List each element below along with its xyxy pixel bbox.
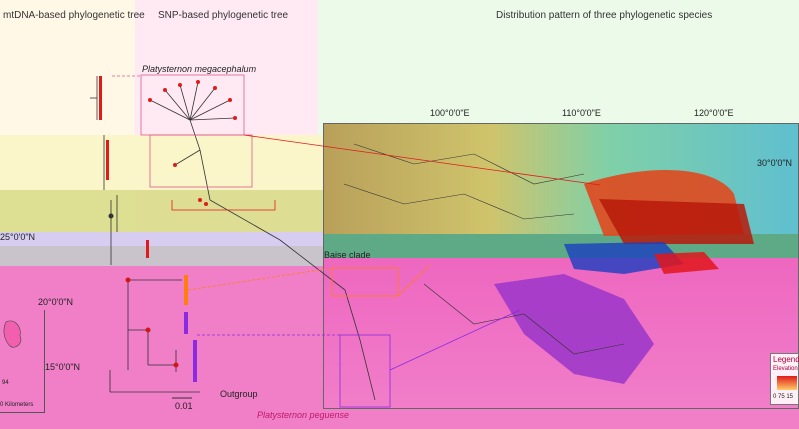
country-border <box>423 283 625 355</box>
province-border-2 <box>343 183 575 220</box>
map-legend: Legend Elevation 0 75 15 <box>770 353 799 405</box>
connector-peguense-map <box>389 309 521 371</box>
latitude-30-label: 30°0'0"N <box>757 158 793 168</box>
baise-clade-label: Baise clade <box>324 250 371 260</box>
snp-tree-header: SNP-based phylogenetic tree <box>158 10 289 21</box>
clade-bar-purple-2 <box>193 340 197 382</box>
connector-megacephalum-map <box>243 134 601 186</box>
inset-graphic <box>3 320 22 348</box>
range-hainan <box>654 252 719 274</box>
latitude-20-label: 20°0'0"N <box>38 297 74 307</box>
legend-ticks: 0 75 15 <box>773 394 794 400</box>
legend-sub: Elevation <box>773 366 798 372</box>
snp-tip-3 <box>178 83 182 87</box>
longitude-120-label: 120°0'0"E <box>694 108 734 118</box>
snp-sub-3 <box>209 199 281 241</box>
snp-tip-6 <box>228 98 232 102</box>
snp-tip-4 <box>196 80 200 84</box>
connector-baise-map <box>397 264 431 297</box>
snp-ray-5 <box>189 87 216 121</box>
mtdna-node-2 <box>125 277 131 283</box>
snp-ray-7 <box>189 117 236 121</box>
snp-ray-1 <box>149 99 191 121</box>
inset-map: 94 0 Kilometers <box>0 310 45 413</box>
clade-bar-red-2 <box>106 140 109 180</box>
range-megacephalum-core <box>599 199 754 244</box>
longitude-100-label: 100°0'0"E <box>430 108 470 118</box>
clade-bar-orange <box>184 275 188 305</box>
clade-bar-red-3 <box>146 240 149 258</box>
snp-megacephalum-box <box>140 74 245 136</box>
mtdna-node-1 <box>108 213 114 219</box>
snp-sub-6 <box>359 339 376 401</box>
latitude-25-label: 25°0'0"N <box>0 232 36 242</box>
peguense-label: Platysternon peguense <box>257 410 350 420</box>
range-peguense <box>494 274 654 384</box>
snp-tip-7 <box>233 116 237 120</box>
mtdna-tree-header: mtDNA-based phylogenetic tree <box>3 10 145 21</box>
snp-tip-9 <box>198 198 202 202</box>
megacephalum-label: Platysternon megacephalum <box>142 64 257 74</box>
snp-ray-3 <box>179 84 191 121</box>
inset-km: 0 Kilometers <box>0 402 34 408</box>
snp-subclade-box <box>149 134 253 188</box>
latitude-15-label: 15°0'0"N <box>45 362 81 372</box>
snp-ray-2 <box>164 89 191 121</box>
snp-tip-2 <box>163 88 167 92</box>
mtdna-node-3 <box>145 327 151 333</box>
distribution-header: Distribution pattern of three phylogenet… <box>496 10 713 21</box>
snp-ray-4 <box>189 81 199 121</box>
snp-sub-4 <box>279 239 346 291</box>
scale-value: 0.01 <box>175 401 193 411</box>
legend-title: Legend <box>773 355 799 364</box>
baise-box <box>331 267 399 297</box>
snp-tip-1 <box>148 98 152 102</box>
longitude-110-label: 110°0'0"E <box>562 108 601 118</box>
legend-ramp <box>777 376 797 390</box>
snp-tips <box>148 80 237 206</box>
clade-bar-red-1 <box>99 76 102 120</box>
snp-tip-8 <box>173 163 177 167</box>
snp-bracket <box>171 200 276 211</box>
snp-sub-1 <box>174 149 201 166</box>
inset-code: 94 <box>2 380 9 386</box>
map-graphic <box>324 124 798 408</box>
outgroup-label: Outgroup <box>220 389 258 399</box>
snp-sub-2 <box>199 149 211 201</box>
connector-baise-tree <box>187 267 333 291</box>
peguense-box <box>339 334 391 408</box>
clade-bar-purple-1 <box>184 312 188 334</box>
inset-landmass <box>3 320 22 348</box>
mtdna-tree <box>90 76 200 393</box>
snp-sub-5 <box>344 289 361 341</box>
province-border-1 <box>353 143 585 185</box>
snp-tip-10 <box>204 202 208 206</box>
range-baise <box>564 242 684 274</box>
snp-radial-tree <box>149 81 376 401</box>
mtdna-node-4 <box>173 362 179 368</box>
snp-tip-5 <box>213 86 217 90</box>
snp-ray-6 <box>189 99 231 121</box>
